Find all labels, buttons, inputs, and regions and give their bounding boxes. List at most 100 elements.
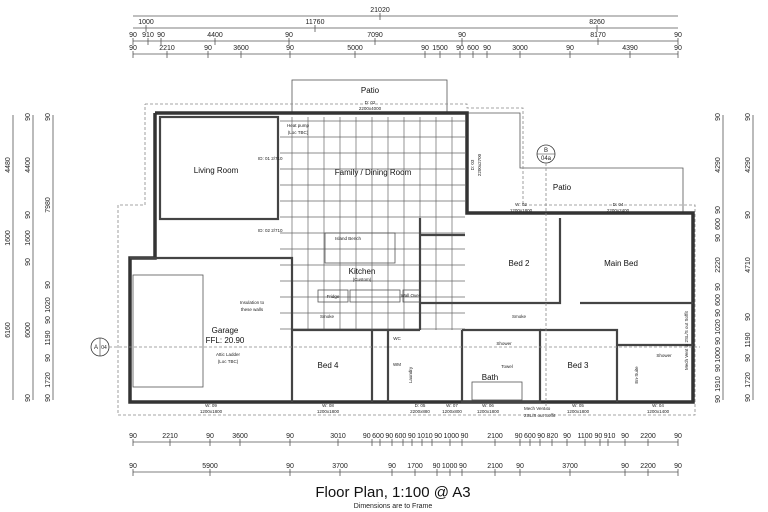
dimension-value: 4290 (715, 157, 722, 173)
id02-label: ID: 02 2/710 (258, 228, 283, 233)
section-sheet-b: 04a (541, 156, 552, 162)
dimension-value: 90 (286, 45, 294, 52)
dimension-value: 90 (563, 433, 571, 440)
dimension-value: 90 (25, 258, 32, 266)
dimension-value: 90 (745, 354, 752, 362)
attic-ladder-note: Attic Ladder (216, 352, 241, 357)
dimension-value: 600 (372, 433, 384, 440)
dimension-value: 4710 (745, 257, 752, 273)
dimension-value: 4390 (622, 45, 638, 52)
dimension-value: 90 (45, 354, 52, 362)
dimension-value: 90 (715, 283, 722, 291)
dimension-value: 4480 (5, 157, 12, 173)
d04-size: 2200x2400 (607, 208, 630, 213)
dimension-value: 11760 (306, 19, 325, 26)
dimension-value: 8260 (589, 19, 605, 26)
dimension-value: 90 (421, 45, 429, 52)
dimension-value: 90 (456, 45, 464, 52)
dimension-value: 90 (715, 337, 722, 345)
dimension-value: 1720 (745, 372, 752, 388)
w09-label: W: 09 (205, 403, 217, 408)
wm-label: WM (393, 362, 401, 367)
dimension-value: 90 (715, 309, 722, 317)
w08-label: W: 08 (322, 403, 334, 408)
dimension-value: 1720 (45, 372, 52, 388)
wall-oven-label: Wall Oven (401, 293, 422, 298)
dimension-value: 90 (621, 463, 629, 470)
fridge-label: Fridge (327, 294, 340, 299)
w04-label: W: 04 (652, 403, 664, 408)
dimension-value: 90 (129, 32, 137, 39)
dimension-value: 90 (715, 113, 722, 121)
dimension-value: 1600 (5, 230, 12, 246)
dimension-value: 4400 (207, 32, 223, 39)
dimension-value: 90 (715, 395, 722, 403)
dimension-value: 5000 (347, 45, 363, 52)
w07-label: W: 07 (446, 403, 458, 408)
w05-label: W: 05 (572, 403, 584, 408)
garage-ffl: FFL: 20.90 (206, 336, 245, 345)
room-label-garage: Garage (212, 326, 239, 335)
section-marker-a[interactable]: A 04 (90, 337, 700, 357)
dimension-value: 2210 (159, 45, 175, 52)
floor-tile-grid (280, 117, 465, 330)
section-marker-b[interactable]: B 04a (536, 144, 556, 410)
dimension-value: 90 (385, 433, 393, 440)
heat-pump-note: Heat pump (287, 123, 310, 128)
dimension-value: 90 (566, 45, 574, 52)
room-label-patio-top: Patio (361, 86, 380, 95)
w08-size: 1200x1800 (317, 409, 340, 414)
room-label-laundry: Laundry (408, 366, 413, 383)
dimension-value: 90 (25, 394, 32, 402)
dimension-value: 600 (715, 218, 722, 230)
dimension-value: 820 (547, 433, 559, 440)
dimension-value: 1190 (745, 332, 752, 347)
dimension-value: 90 (204, 45, 212, 52)
mech-vent-1b: 2SL/S out Soffit (524, 413, 556, 418)
mech-vent-2: Mech Vent to 2SL/S out Soffit (684, 311, 689, 370)
dimension-value: 90 (388, 463, 396, 470)
dimension-value: 1020 (45, 297, 52, 313)
heat-pump-loc: (Loc TBC) (288, 130, 309, 135)
w07-size: 1200x800 (442, 409, 462, 414)
dimension-value: 910 (142, 32, 154, 39)
smoke-1: Smoke (320, 314, 335, 319)
d03-size: 2200x2700 (477, 153, 482, 176)
dimension-value: 90 (745, 113, 752, 121)
mech-vent-1: Mech Vent to (524, 406, 551, 411)
dimension-value: 3700 (562, 463, 578, 470)
dimension-value: 600 (715, 294, 722, 306)
d05-size: 2200x880 (410, 409, 430, 414)
d02-label: D: 02 (365, 100, 376, 105)
room-label-bed4: Bed 4 (318, 361, 339, 370)
w02-size: 1200x1800 (510, 208, 533, 213)
dimension-value: 90 (674, 32, 682, 39)
dimension-value: 90 (286, 463, 294, 470)
dimension-value: 90 (483, 45, 491, 52)
dimension-value: 90 (594, 433, 602, 440)
dimension-value: 90 (363, 433, 371, 440)
dimension-value: 1700 (407, 463, 423, 470)
dimension-value: 90 (129, 433, 137, 440)
eave-outline (117, 103, 696, 416)
dimension-value: 600 (524, 433, 536, 440)
dimension-value: 6160 (5, 322, 12, 338)
room-label-ensuite: En-Suite (634, 366, 639, 384)
wc-label: WC (393, 336, 401, 341)
dimension-value: 90 (45, 281, 52, 289)
dimension-value: 90 (25, 211, 32, 219)
dimension-value: 1020 (715, 319, 722, 335)
dimension-value: 90 (458, 32, 466, 39)
insulation-note: Insulation to (240, 300, 265, 305)
dimension-value: 1000 (442, 463, 458, 470)
w04-size: 1200x1400 (647, 409, 670, 414)
dimension-value: 2210 (162, 433, 178, 440)
room-label-living: Living Room (194, 166, 239, 175)
id01-label: ID: 01 2/710 (258, 156, 283, 161)
room-label-kitchen: Kitchen (349, 267, 376, 276)
dimension-value: 1000 (138, 19, 154, 26)
interior-walls (130, 115, 693, 404)
dimension-value: 90 (537, 433, 545, 440)
